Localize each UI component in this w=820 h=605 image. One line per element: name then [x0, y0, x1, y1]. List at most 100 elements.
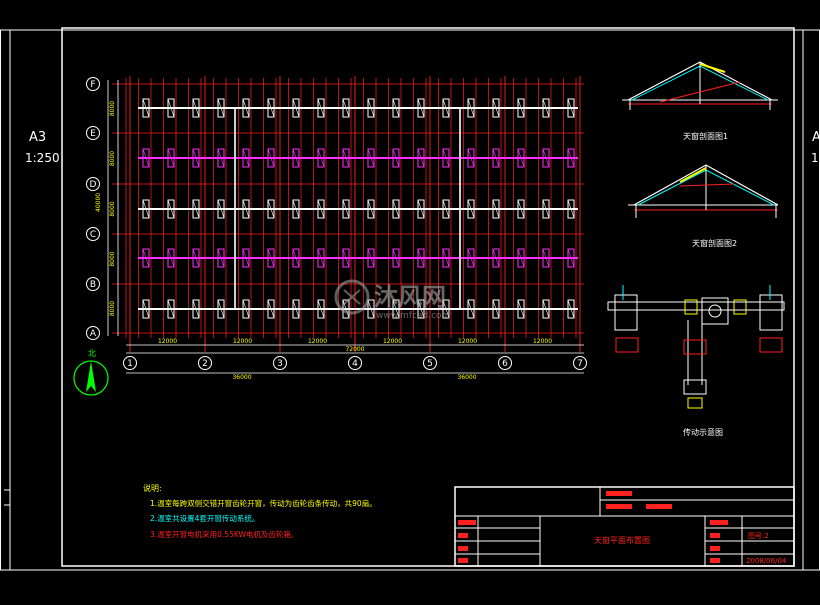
left-sheet-frame	[0, 29, 11, 571]
window-marker	[167, 199, 175, 219]
window-marker	[317, 299, 325, 319]
window-marker	[292, 248, 300, 268]
col-axis-label: 3	[277, 359, 283, 369]
window-marker	[167, 148, 175, 168]
window-marker	[542, 148, 550, 168]
window-marker	[192, 98, 200, 118]
window-cross	[167, 248, 175, 268]
window-cross	[467, 98, 475, 118]
bay-dim-text: 12000	[533, 338, 552, 345]
window-marker	[417, 248, 425, 268]
window-cross	[542, 98, 550, 118]
window-marker	[317, 148, 325, 168]
window-marker	[417, 148, 425, 168]
window-cross	[542, 199, 550, 219]
drawing-title: 天窗平面布置图	[594, 535, 650, 545]
col-axis-label: 4	[352, 359, 358, 369]
window-cross	[267, 199, 275, 219]
grid-lines	[112, 76, 584, 352]
window-cross	[392, 248, 400, 268]
window-markers	[142, 98, 575, 319]
window-marker	[342, 199, 350, 219]
window-cross	[167, 199, 175, 219]
window-cross	[292, 199, 300, 219]
title-block	[454, 486, 795, 567]
row-axis-label: A	[90, 329, 97, 339]
row-axis-label: F	[90, 80, 95, 90]
window-cross	[142, 248, 150, 268]
window-marker	[142, 98, 150, 118]
window-marker	[567, 199, 575, 219]
window-marker	[217, 299, 225, 319]
row-axis-label: D	[90, 180, 97, 190]
window-cross	[567, 248, 575, 268]
window-cross	[492, 199, 500, 219]
window-marker	[467, 148, 475, 168]
window-cross	[167, 98, 175, 118]
window-marker	[267, 98, 275, 118]
section-detail-2	[628, 164, 779, 218]
window-cross	[342, 98, 350, 118]
window-cross	[167, 299, 175, 319]
window-marker	[517, 248, 525, 268]
window-marker	[342, 98, 350, 118]
window-cross	[267, 148, 275, 168]
window-marker	[317, 98, 325, 118]
window-cross	[492, 248, 500, 268]
watermark-brand: 沐风网	[374, 283, 446, 311]
window-cross	[542, 299, 550, 319]
window-marker	[392, 98, 400, 118]
window-marker	[142, 148, 150, 168]
window-cross	[142, 199, 150, 219]
window-cross	[417, 199, 425, 219]
window-cross	[417, 98, 425, 118]
row-axis-label: C	[90, 230, 96, 240]
window-cross	[142, 299, 150, 319]
total-width-dim: 72000	[345, 346, 364, 353]
window-cross	[192, 199, 200, 219]
right-sheet-frame	[802, 29, 820, 571]
window-cross	[392, 98, 400, 118]
bay-dim-text: 12000	[308, 338, 327, 345]
window-marker	[192, 299, 200, 319]
window-cross	[267, 248, 275, 268]
col-axis-bubble-1: 1	[123, 356, 137, 370]
col-axis-bubble-4: 4	[348, 356, 362, 370]
bay-dim-text: 12000	[458, 338, 477, 345]
window-marker	[392, 148, 400, 168]
window-marker	[417, 199, 425, 219]
row-axis-bubble-D: D	[86, 177, 100, 191]
window-marker	[492, 148, 500, 168]
window-cross	[217, 98, 225, 118]
svg-text:北: 北	[88, 349, 96, 358]
window-cross	[317, 98, 325, 118]
window-cross	[492, 98, 500, 118]
window-marker	[242, 248, 250, 268]
sheet-number: 图号:2	[748, 532, 769, 540]
window-marker	[367, 148, 375, 168]
window-marker	[542, 248, 550, 268]
window-marker	[242, 299, 250, 319]
window-marker	[567, 299, 575, 319]
window-marker	[167, 248, 175, 268]
window-marker	[442, 148, 450, 168]
window-cross	[242, 98, 250, 118]
window-marker	[317, 199, 325, 219]
sheet-size-right: A	[812, 130, 820, 145]
window-marker	[492, 98, 500, 118]
window-marker	[242, 148, 250, 168]
window-marker	[242, 199, 250, 219]
window-marker	[492, 299, 500, 319]
window-marker	[167, 98, 175, 118]
notes-heading: 说明:	[143, 483, 162, 493]
window-marker	[442, 98, 450, 118]
window-cross	[492, 148, 500, 168]
window-cross	[317, 299, 325, 319]
window-cross	[317, 199, 325, 219]
north-arrow: 北	[73, 349, 109, 396]
window-cross	[567, 98, 575, 118]
col-axis-bubble-3: 3	[273, 356, 287, 370]
window-marker	[442, 248, 450, 268]
window-cross	[517, 248, 525, 268]
window-marker	[267, 248, 275, 268]
